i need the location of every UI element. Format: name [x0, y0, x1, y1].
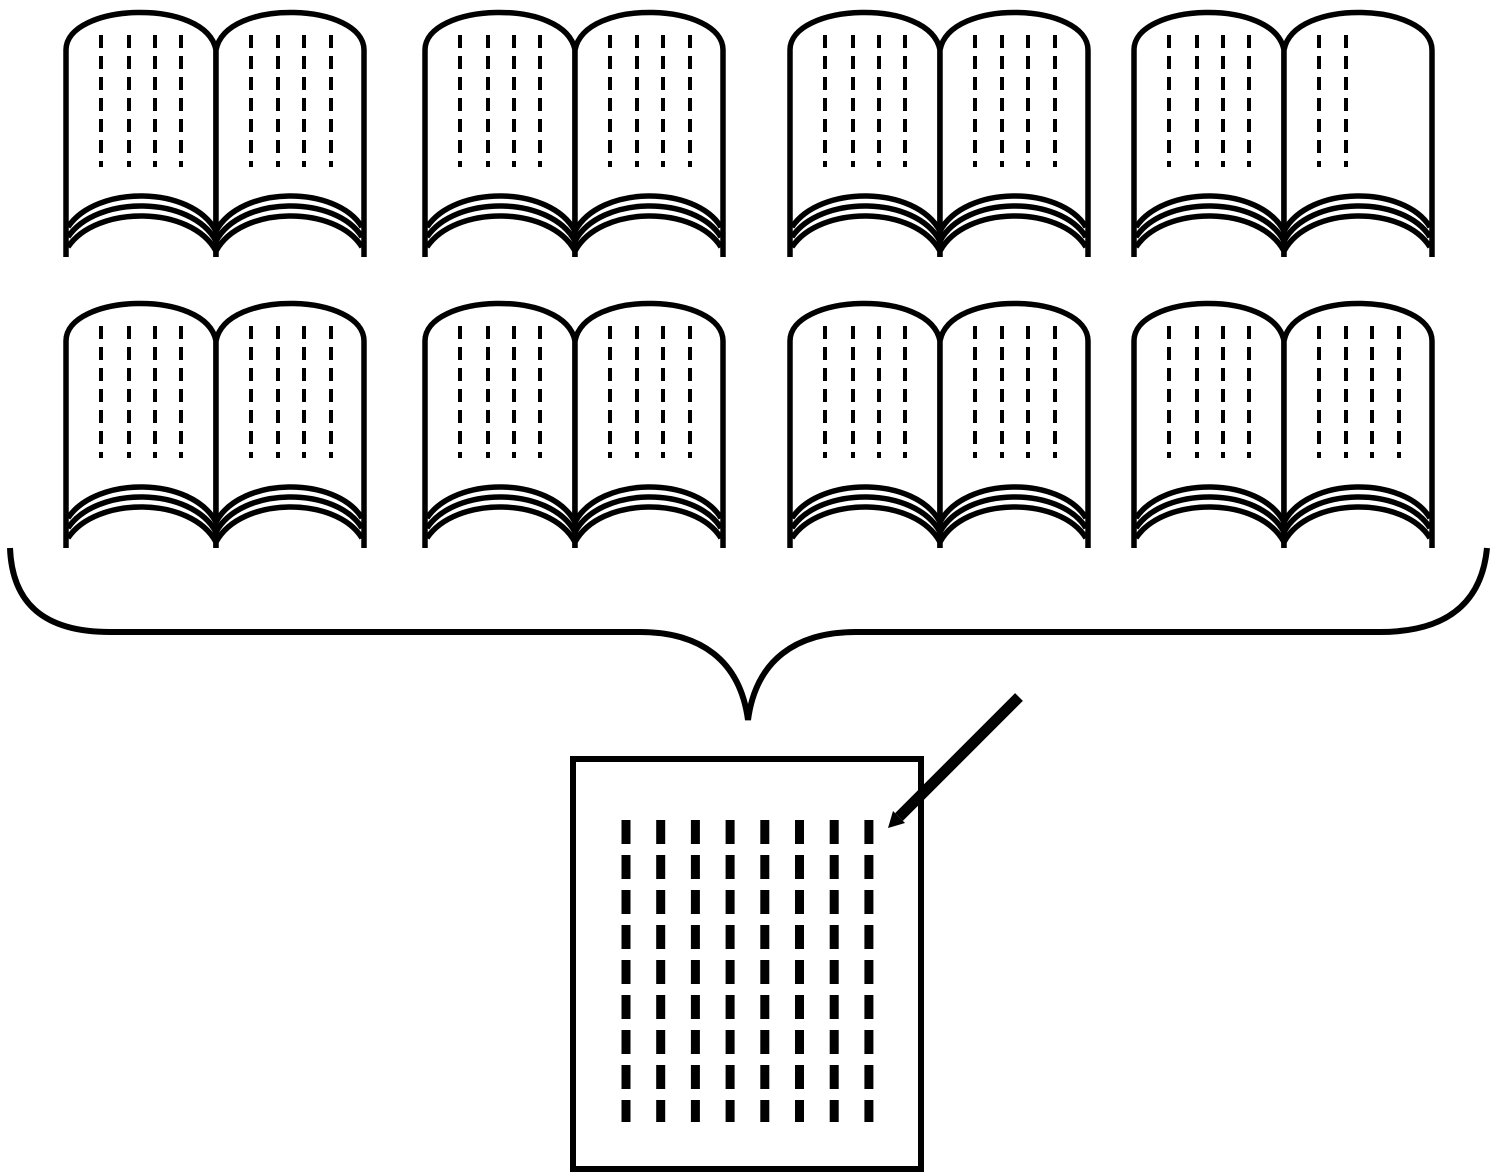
- open-book-icon: [66, 303, 364, 548]
- output-document: [573, 697, 1019, 1169]
- open-book-icon: [790, 303, 1088, 548]
- open-book-icon: [1134, 303, 1432, 548]
- open-book-icon: [425, 303, 723, 548]
- books-grid: [66, 12, 1432, 548]
- open-book-icon: [66, 12, 364, 257]
- curly-brace-icon: [10, 548, 1487, 720]
- open-book-icon: [790, 12, 1088, 257]
- open-book-icon: [425, 12, 723, 257]
- open-book-icon: [1134, 12, 1432, 257]
